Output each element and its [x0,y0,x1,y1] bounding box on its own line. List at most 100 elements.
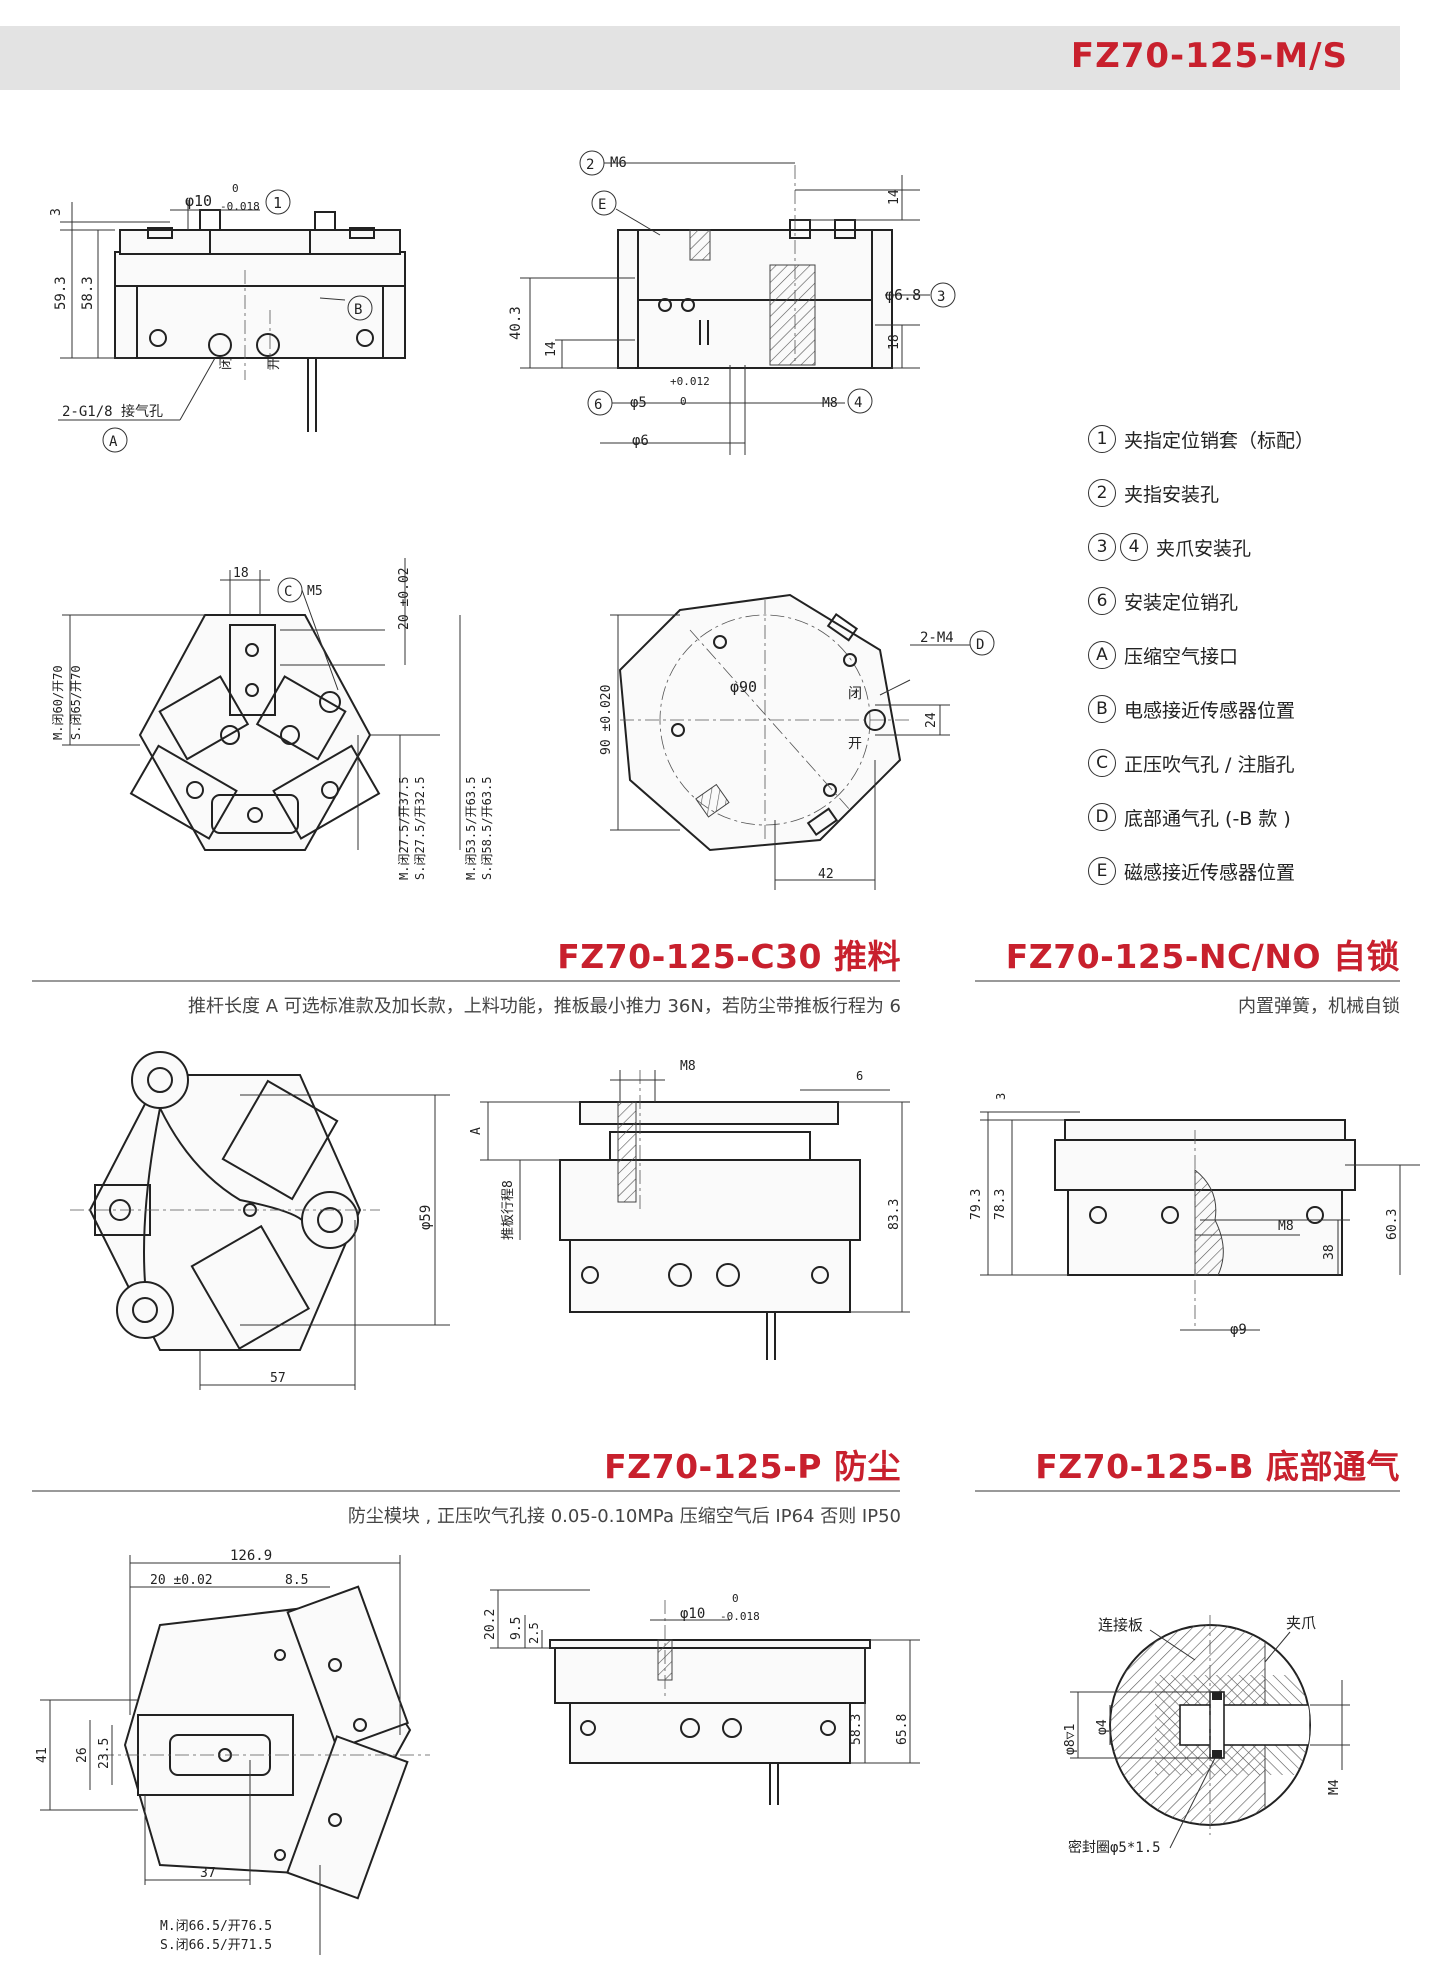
dim-58-3: 58.3 [849,1714,864,1745]
drawing-c30-top: φ59 57 [40,1050,460,1410]
legend-marker: E [1088,857,1116,885]
dim-83-3: 83.3 [887,1199,902,1230]
drawing-bottom-view: φ90 2-M4 D 闭 开 90 ±0.020 24 42 [590,580,1020,900]
section-desc-c30: 推杆长度 A 可选标准款及加长款，上料功能，推板最小推力 36N，若防尘带推板行… [187,996,901,1017]
legend-item-2: 2 夹指安装孔 [1088,466,1388,520]
legend-marker: C [1088,749,1116,777]
section-rule-nc [975,980,1400,982]
legend-text: 夹爪安装孔 [1156,537,1252,560]
dim-phi6: φ6 [632,433,649,449]
dim-3: 3 [49,208,64,216]
legend-item-B: B 电感接近传感器位置 [1088,682,1388,736]
marker-B: B [354,302,362,318]
legend-text: 安装定位销孔 [1124,591,1239,614]
drawing-b-detail: 连接板 夹爪 φ8▽1 φ4 M4 密封圈φ5*1.5 [1050,1600,1390,1860]
dim-23-5: 23.5 [97,1738,112,1769]
dim-14b: 14 [544,341,559,357]
dim-325: S.闭27.5/开32.5 [413,777,427,880]
dim-40-3: 40.3 [508,306,524,340]
label-g18: 2-G1/8 接气孔 [62,403,163,420]
marker-C: C [284,584,292,600]
dim-phi8: φ8▽1 [1063,1724,1078,1755]
section-title-nc: FZ70-125-NC/NO 自锁 [1005,937,1400,976]
tol-up: 0 [232,182,239,195]
dim-20: 20 ±0.02 [397,567,412,630]
section-rule-b [975,1490,1400,1492]
section-desc-p: 防尘模块 , 正压吹气孔接 0.05-0.10MPa 压缩空气后 IP64 否则… [347,1506,901,1527]
label-plate: 连接板 [1098,1616,1143,1634]
dim-phi90: φ90 [730,678,757,696]
legend-marker: B [1088,695,1116,723]
dim-phi10: φ10 [185,192,212,210]
dim-3: 3 [994,1093,1008,1100]
dim-37: 37 [200,1866,216,1881]
legend-marker: 2 [1088,479,1116,507]
dim-78-3: 78.3 [993,1189,1008,1220]
legend-item-A: A 压缩空气接口 [1088,628,1388,682]
dim-60-3: 60.3 [1385,1209,1400,1240]
legend-text: 夹指安装孔 [1124,483,1220,506]
drawing-p-side: 20.2 9.5 2.5 φ10 0 -0.018 58.3 65.8 [470,1580,940,1880]
legend-item-E: E 磁感接近传感器位置 [1088,844,1388,898]
dim-8-5: 8.5 [285,1573,308,1588]
header-bar: FZ70-125-M/S [0,26,1400,90]
marker-D: D [976,637,984,653]
section-title-b: FZ70-125-B 底部通气 [1035,1447,1400,1486]
tol-dn: -0.018 [720,1610,760,1623]
legend-text: 夹指定位销套（标配） [1124,429,1315,452]
dim-58-3: 58.3 [80,276,96,310]
legend-marker: D [1088,803,1116,831]
dim-41: 41 [35,1747,50,1763]
section-title-c30: FZ70-125-C30 推料 [557,937,901,976]
label-close: 闭 [219,357,234,370]
dim-26: 26 [75,1747,90,1763]
dim-18: 18 [233,566,249,581]
legend-marker: 3 [1088,533,1116,561]
legend-text: 压缩空气接口 [1124,645,1239,668]
drawing-top-view: 18 C M5 20 ±0.02 M.闭60/开70 S.闭65/开70 M.闭… [40,550,530,910]
tol-dn: -0.018 [220,200,260,213]
label-m8: M8 [822,396,838,411]
marker-3: 3 [937,289,945,305]
drawing-c30-side: M8 6 A 推板行程8 83.3 [469,1050,930,1380]
legend-item-C: C 正压吹气孔 / 注脂孔 [1088,736,1388,790]
dim-A: A [469,1127,484,1135]
dim-59-3: 59.3 [53,276,69,310]
dim-phi9: φ9 [1230,1322,1247,1338]
label-jaw: 夹爪 [1286,1614,1316,1632]
dim-18: 18 [887,334,902,350]
dim-635s: S.闭58.5/开63.5 [480,777,494,880]
marker-4: 4 [854,395,862,411]
dim-s-close: S.闭66.5/开71.5 [160,1938,272,1953]
tol-b: 0 [680,395,687,408]
section-title-p: FZ70-125-P 防尘 [604,1447,901,1486]
marker-1: 1 [273,194,282,212]
marker-2: 2 [586,157,594,173]
section-desc-nc: 内置弹簧，机械自锁 [1238,996,1400,1017]
label-m8: M8 [1278,1219,1294,1234]
dim-126-9: 126.9 [230,1548,272,1564]
dim-phi10: φ10 [680,1606,705,1622]
legend-item-D: D 底部通气孔 (-B 款 ) [1088,790,1388,844]
legend-item-6: 6 安装定位销孔 [1088,574,1388,628]
marker-A: A [109,434,118,450]
dim-90: 90 ±0.020 [599,685,614,755]
legend-marker: 1 [1088,425,1116,453]
label-2-m4: 2-M4 [920,630,954,646]
page-title: FZ70-125-M/S [1070,36,1348,76]
dim-42: 42 [818,867,834,882]
label-close: 闭 [848,686,862,702]
drawing-p-top: 126.9 20 ±0.02 8.5 41 26 23.5 37 M.闭66.5… [30,1545,450,1955]
dim-79-3: 79.3 [969,1189,984,1220]
label-open: 开 [848,736,862,752]
dim-m-close: M.闭66.5/开76.5 [160,1919,272,1934]
legend-item-1: 1 夹指定位销套（标配） [1088,412,1388,466]
dim-6: 6 [856,1069,863,1083]
legend-marker: 6 [1088,587,1116,615]
legend-text: 电感接近传感器位置 [1124,699,1296,722]
legend-text: 正压吹气孔 / 注脂孔 [1124,753,1295,776]
section-rule-p [32,1490,900,1492]
legend-marker: A [1088,641,1116,669]
dim-phi4: φ4 [1095,1719,1110,1735]
